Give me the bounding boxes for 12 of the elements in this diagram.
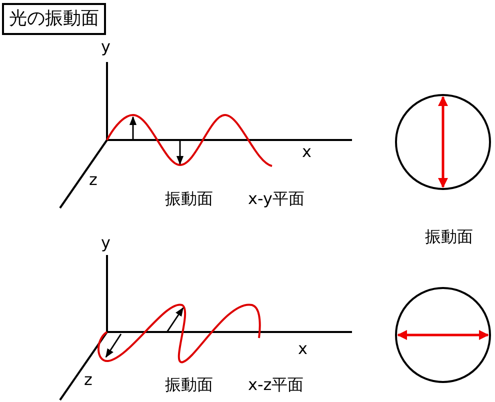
axis-label: x [298, 340, 308, 358]
axis-label: z [89, 171, 98, 189]
caption: 振動面 [165, 190, 213, 208]
caption: x-z平面 [248, 376, 304, 394]
axis-label: z [84, 371, 92, 389]
title: 光の振動面 [2, 3, 106, 35]
caption: 振動面 [425, 228, 473, 246]
caption: 振動面 [165, 376, 213, 394]
axis-label: y [101, 234, 110, 252]
axis-label: x [302, 143, 312, 161]
axis-label: y [101, 38, 110, 56]
caption: x-y平面 [248, 190, 304, 208]
